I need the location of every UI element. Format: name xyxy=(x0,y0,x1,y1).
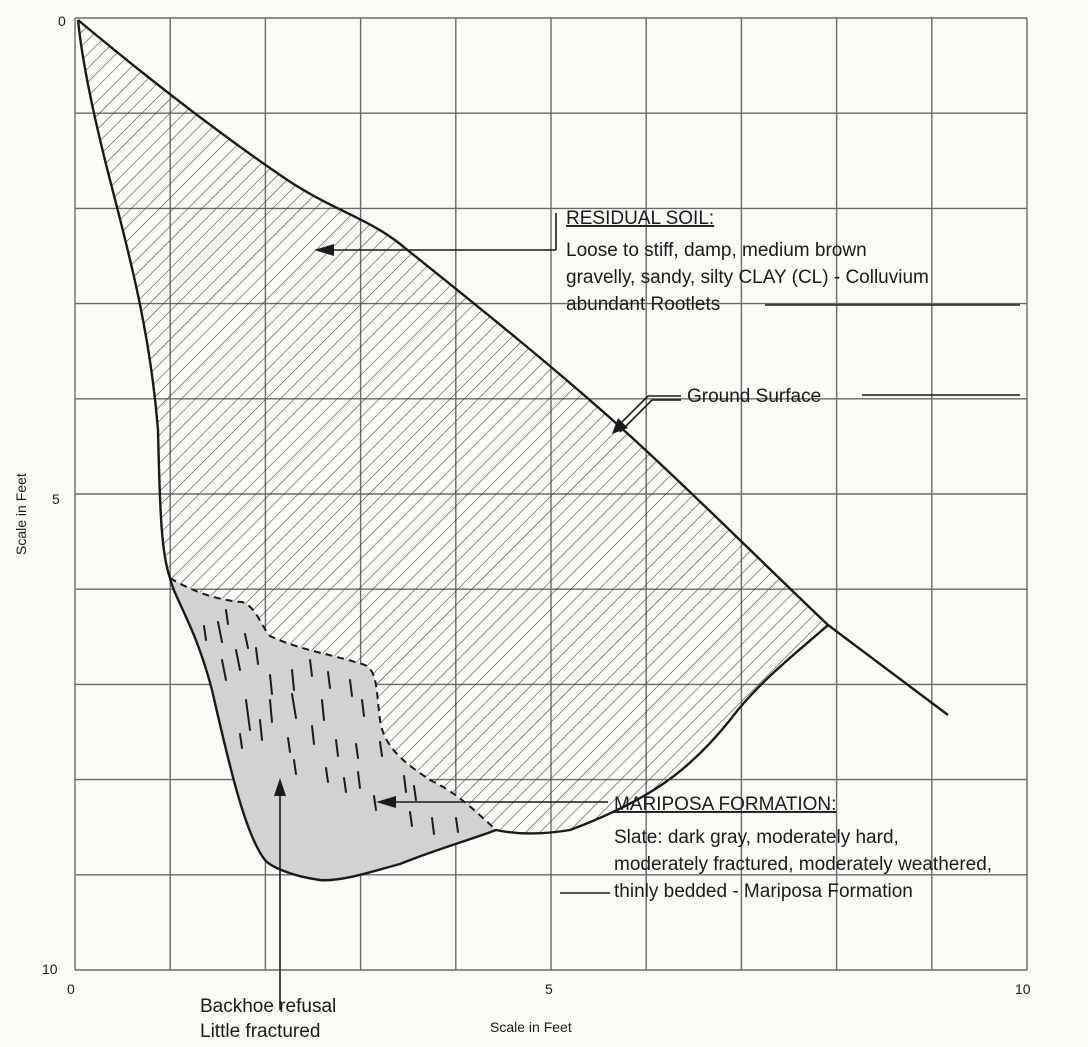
residual-soil-line-3: abundant Rootlets xyxy=(566,294,720,315)
fracture-mark xyxy=(259,719,263,741)
fracture-mark xyxy=(403,775,407,793)
trench-wall-line xyxy=(76,19,829,882)
fracture-mark xyxy=(235,649,241,671)
fracture-mark xyxy=(225,609,229,625)
fracture-mark xyxy=(431,817,435,835)
fracture-mark xyxy=(221,659,227,681)
leader-lines xyxy=(274,213,1020,1010)
backhoe-line-2: Little fractured xyxy=(200,1021,320,1042)
fracture-mark xyxy=(245,699,251,731)
fracture-mark xyxy=(309,659,313,677)
mariposa-line-2: moderately fractured, moderately weather… xyxy=(614,854,992,875)
fracture-mark xyxy=(379,741,383,757)
fracture-mark xyxy=(343,777,347,793)
y-tick-10: 10 xyxy=(42,961,58,977)
fracture-mark xyxy=(355,743,359,759)
soil-slate-contact-line xyxy=(169,577,497,831)
fracture-mark xyxy=(255,647,259,665)
x-tick-10: 10 xyxy=(1015,981,1031,997)
mariposa-line-3: thinly bedded - Mariposa Formation xyxy=(614,881,913,902)
fracture-mark xyxy=(217,621,223,643)
backhoe-line-1: Backhoe refusal xyxy=(200,996,336,1017)
y-tick-5: 5 xyxy=(52,491,60,507)
x-tick-5: 5 xyxy=(545,981,553,997)
fracture-mark xyxy=(244,633,249,649)
fracture-mark xyxy=(413,785,417,801)
fracture-mark xyxy=(325,767,329,783)
fracture-mark xyxy=(373,795,377,811)
fracture-mark xyxy=(195,649,199,665)
residual-soil-line-1: Loose to stiff, damp, medium brown xyxy=(566,240,867,261)
fracture-mark xyxy=(311,725,315,745)
ground-surface-line xyxy=(77,19,949,716)
ground-surface-label: Ground Surface xyxy=(687,386,821,407)
x-axis-title: Scale in Feet xyxy=(490,1019,572,1035)
y-axis-title: Scale in Feet xyxy=(13,473,29,555)
fracture-mark xyxy=(321,699,325,721)
x-tick-0: 0 xyxy=(67,981,75,997)
fracture-mark xyxy=(291,669,295,691)
fracture-mark xyxy=(239,733,243,749)
fracture-mark xyxy=(455,817,459,833)
fracture-mark xyxy=(349,679,353,697)
slate-fracture-marks xyxy=(195,609,459,835)
fracture-mark xyxy=(357,771,361,789)
fracture-mark xyxy=(361,699,365,717)
fracture-mark xyxy=(287,737,291,753)
fracture-mark xyxy=(327,671,331,689)
residual-soil-zone xyxy=(78,20,828,834)
fracture-mark xyxy=(335,739,339,757)
mariposa-title: MARIPOSA FORMATION: xyxy=(614,794,836,815)
mariposa-formation-zone xyxy=(170,578,496,881)
fracture-mark xyxy=(293,759,297,775)
fracture-mark xyxy=(409,811,413,827)
residual-soil-line-2: gravelly, sandy, silty CLAY (CL) - Collu… xyxy=(566,267,929,288)
y-tick-0: 0 xyxy=(58,13,66,29)
mariposa-line-1: Slate: dark gray, moderately hard, xyxy=(614,827,899,848)
residual-soil-title: RESIDUAL SOIL: xyxy=(566,208,714,229)
fracture-mark xyxy=(269,699,273,723)
fracture-mark xyxy=(269,674,273,695)
fracture-mark xyxy=(203,625,207,641)
fracture-mark xyxy=(291,693,297,719)
